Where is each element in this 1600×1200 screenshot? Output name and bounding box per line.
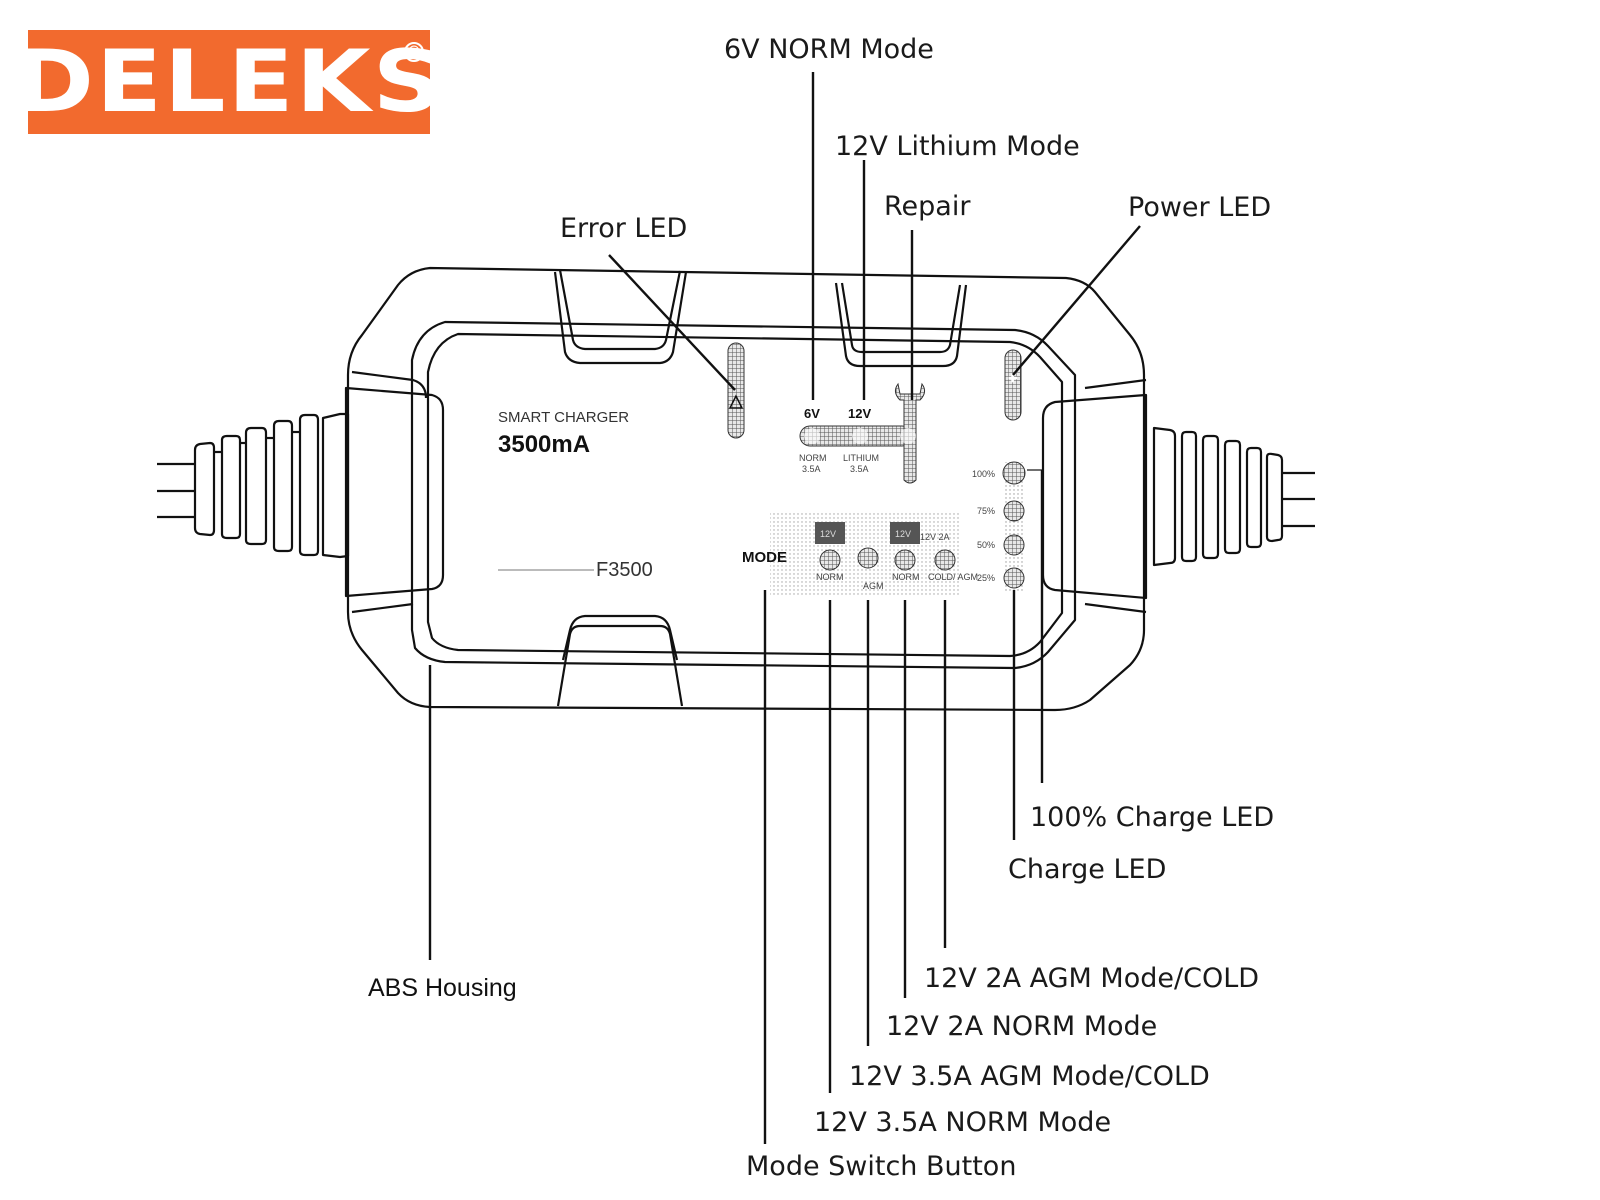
level-75: 75%: [977, 506, 995, 516]
led-repair[interactable]: [900, 428, 916, 444]
label-lithium-amps: 3.5A: [850, 464, 869, 474]
callout-6v-norm: 6V NORM Mode: [724, 34, 934, 65]
level-50: 50%: [977, 540, 995, 550]
led-12v-2a-agm[interactable]: [934, 549, 956, 571]
warning-triangle-icon: [728, 394, 744, 409]
brand-name: DELEKS: [13, 32, 445, 132]
led-12v-lithium[interactable]: [852, 428, 868, 444]
callout-12v-35a-norm: 12V 3.5A NORM Mode: [814, 1107, 1111, 1138]
device-title: SMART CHARGER: [498, 409, 629, 426]
label-norm-top: NORM: [799, 453, 827, 463]
callout-error-led: Error LED: [560, 213, 687, 244]
top-led-bar: [799, 382, 926, 484]
led-12v-2a-norm[interactable]: [894, 549, 916, 571]
model-number: F3500: [596, 559, 653, 581]
led-charge-25[interactable]: [1003, 567, 1025, 589]
callout-12v-35a-agm: 12V 3.5A AGM Mode/COLD: [849, 1061, 1210, 1092]
device-rating: 3500mA: [498, 431, 590, 458]
abs-housing: [344, 266, 1148, 712]
mode-led-label-agm: AGM: [863, 581, 884, 591]
mode-led-label-norm-1: NORM: [816, 572, 844, 582]
group-header-1-text: 12V: [820, 529, 836, 539]
group-header-2-text: 12V: [895, 529, 911, 539]
leader-power-led: [1012, 225, 1141, 376]
label-norm-amps: 3.5A: [802, 464, 821, 474]
group-header-3-text: 12V 2A: [920, 532, 950, 542]
leader-error-led: [608, 254, 736, 391]
error-led[interactable]: [727, 342, 745, 439]
led-12v-35a-norm[interactable]: [819, 549, 841, 571]
led-12v-35a-agm[interactable]: [857, 547, 879, 569]
mode-led-label-norm-2: NORM: [892, 572, 920, 582]
callout-12v-lithium: 12V Lithium Mode: [835, 131, 1080, 162]
callout-charge-led: Charge LED: [1008, 854, 1166, 885]
callout-mode-switch: Mode Switch Button: [746, 1151, 1016, 1182]
right-cable: [1152, 426, 1315, 567]
mode-label: MODE: [742, 549, 787, 566]
led-charge-100[interactable]: [1002, 461, 1026, 485]
power-led[interactable]: ✚: [1004, 349, 1022, 421]
group-header-2: [890, 522, 920, 544]
led-6v-norm[interactable]: [804, 428, 820, 444]
label-6v: 6V: [804, 406, 820, 421]
level-25: 25%: [977, 573, 995, 583]
callout-abs-housing: ABS Housing: [368, 974, 517, 1002]
level-100: 100%: [972, 469, 995, 479]
registered-mark: ®: [404, 42, 424, 62]
brand-logo: DELEKS ®: [14, 30, 442, 134]
led-charge-50[interactable]: [1003, 534, 1025, 556]
mode-led-label-cold-agm: COLD/ AGM: [928, 572, 978, 582]
group-header-1: [815, 522, 845, 544]
charge-led-column: [1002, 461, 1026, 592]
callout-100-charge-led: 100% Charge LED: [1030, 802, 1274, 833]
label-lithium-top: LITHIUM: [843, 453, 879, 463]
plug-icon: ✚: [1008, 373, 1017, 385]
left-cable: [157, 412, 350, 559]
callout-12v-2a-agm: 12V 2A AGM Mode/COLD: [924, 963, 1259, 994]
callout-repair: Repair: [884, 191, 971, 222]
callout-12v-2a-norm: 12V 2A NORM Mode: [886, 1011, 1157, 1042]
label-12v: 12V: [848, 406, 871, 421]
leader-lines: [428, 72, 1141, 1144]
led-charge-75[interactable]: [1003, 500, 1025, 522]
callout-power-led: Power LED: [1128, 192, 1271, 223]
